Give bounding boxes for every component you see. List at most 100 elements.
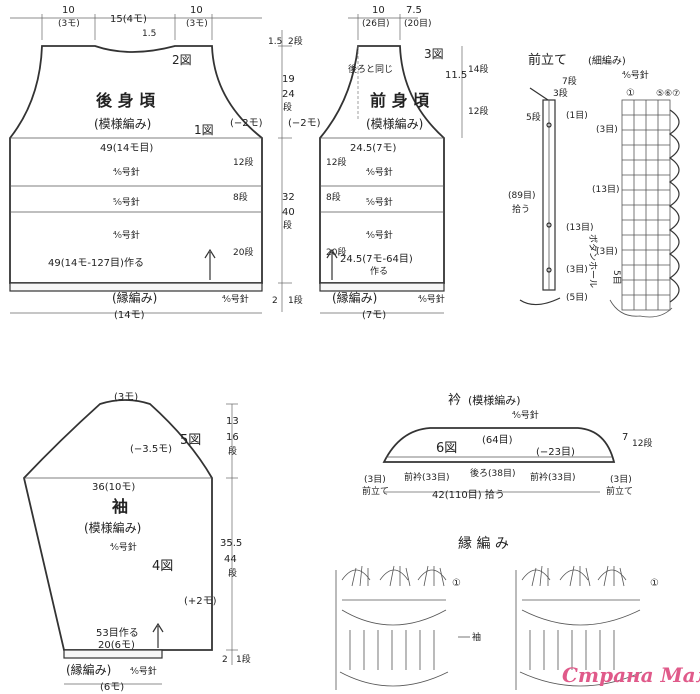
mid-dim-1-rows: 2段 <box>288 35 303 47</box>
edge-mark-1b: ① <box>650 578 659 589</box>
sleeve-length-rows: 44 <box>224 554 237 565</box>
mid-dim-1: 1.5 <box>268 37 282 47</box>
sleeve-cuff-rows: 1段 <box>236 653 251 665</box>
band-rows-7: 7段 <box>562 75 577 87</box>
front-same-as-back: 後ろと同じ <box>348 63 393 75</box>
sleeve-piece: (3モ) (−3.5モ) 5図 36(10モ) 袖 (模様編み) ⁴⁄₀号針 4… <box>23 392 251 693</box>
front-rows-8: 8段 <box>326 191 341 203</box>
front-top-width-1: 10 <box>372 5 385 16</box>
collar-front-right: 前衿(33目) <box>530 471 575 483</box>
collar-diagram-number: 6図 <box>436 441 457 456</box>
sleeve-top-motif: (3モ) <box>114 392 138 403</box>
mid-dim-2-rows: 24 <box>282 89 295 100</box>
collar-needle: ⁴⁄₀号針 <box>512 409 539 421</box>
back-border-needle: ⁴⁄₀号針 <box>222 293 249 305</box>
band-chart-3-stitches: (3目) <box>596 124 618 135</box>
edge-chart-right <box>515 565 643 690</box>
band-89-stitches: (89目) <box>508 190 535 201</box>
back-bottom-motif: (14モ) <box>114 310 145 321</box>
site-watermark: Страна Мам <box>562 663 700 687</box>
band-title: 前立て <box>528 52 567 68</box>
front-rows-12: 12段 <box>326 156 346 168</box>
front-border: (縁編み) <box>332 290 377 305</box>
sleeve-title: 袖 <box>112 497 128 516</box>
front-needle-3: ⁴⁄₀号針 <box>366 229 393 241</box>
edge-pattern-section: 縁 編 み ① 袖 ① <box>335 536 659 690</box>
front-cast-on: 24.5(7モ-64目) <box>340 254 413 265</box>
sleeve-needle: ⁴⁄₀号針 <box>110 541 137 553</box>
sleeve-length: 35.5 <box>220 538 242 549</box>
band-chart-3-stitches-b: (3目) <box>596 246 618 257</box>
front-cast-on-2: 作る <box>370 265 388 277</box>
collar-left-band-stitches: (3目) <box>364 474 386 485</box>
sleeve-cast-on: 53目作る <box>96 627 139 639</box>
back-top-width-1: 10 <box>62 5 75 16</box>
sleeve-cap-height: 13 <box>226 416 239 427</box>
front-border-needle: ⁴⁄₀号針 <box>418 293 445 305</box>
front-body-piece: 10 (26目) 7.5 (20目) 3図 後ろと同じ 前 身 頃 (模様編み)… <box>288 5 488 321</box>
edge-mark-sleeve: 袖 <box>472 631 481 643</box>
back-rows-20: 20段 <box>233 246 253 258</box>
back-border: (縁編み) <box>112 290 157 305</box>
collar-height: 7 <box>622 432 628 443</box>
sleeve-cap-unit: 段 <box>228 445 237 457</box>
collar-pattern: (模様編み) <box>468 393 521 407</box>
band-buttonhole: ボタンホール <box>587 234 598 288</box>
back-top-width-3-motif: (3モ) <box>186 19 208 29</box>
front-pattern: (模様編み) <box>366 116 423 131</box>
collar-decrease: (−23目) <box>536 447 575 458</box>
sleeve-bottom-motif: (6モ) <box>100 682 124 693</box>
front-needle-2: ⁵⁄₀号針 <box>366 196 393 208</box>
collar-height-rows: 12段 <box>632 437 652 449</box>
front-needle-1: ⁴⁄₀号針 <box>366 166 393 178</box>
edge-title: 縁 編 み <box>458 536 509 552</box>
middle-height-dimensions: 1.5 2段 19 24 段 32 40 段 2 1段 <box>268 30 303 312</box>
front-side-rows-2: 12段 <box>468 105 488 117</box>
back-top-width-2: 15(4モ) <box>110 14 147 25</box>
band-13-stitches: (13目) <box>566 222 593 233</box>
sleeve-width: 36(10モ) <box>92 482 135 493</box>
collar-front-left: 前衿(33目) <box>404 471 449 483</box>
sleeve-cast-on-width: 20(6モ) <box>98 640 135 651</box>
band-chart-mark-1: ① <box>626 88 635 99</box>
sleeve-pattern: (模様編み) <box>84 520 141 535</box>
back-decrease: (−2モ) <box>230 118 263 129</box>
mid-dim-2-unit: 段 <box>283 101 292 113</box>
front-title: 前 身 頃 <box>370 91 430 110</box>
edge-mark-1: ① <box>452 578 461 589</box>
sleeve-border-needle: ⁴⁄₀号針 <box>130 665 157 677</box>
sleeve-decrease: (−3.5モ) <box>130 444 172 455</box>
front-decrease: (−2モ) <box>288 118 321 129</box>
front-rows-20: 20段 <box>326 246 346 258</box>
band-5-stitches: (5目) <box>566 292 588 303</box>
sleeve-diagram-number: 5図 <box>180 433 201 448</box>
mid-dim-4-rows: 1段 <box>288 294 303 306</box>
collar-title: 衿 <box>448 393 461 408</box>
back-pattern: (模様編み) <box>94 116 151 131</box>
front-bottom-motif: (7モ) <box>362 310 386 321</box>
band-rows-3: 3段 <box>553 87 568 99</box>
back-rows-12: 12段 <box>233 156 253 168</box>
band-3-stitches: (3目) <box>566 264 588 275</box>
front-top-width-2: 7.5 <box>406 5 422 16</box>
collar-right-band: 前立て <box>606 485 633 497</box>
collar-left-band: 前立て <box>362 485 389 497</box>
sleeve-border: (縁編み) <box>66 662 111 677</box>
back-cast-on: 49(14モ-127目)作る <box>48 257 144 269</box>
back-figure-1: 1図 <box>194 123 214 137</box>
band-needle: ⁴⁄₀号針 <box>622 69 649 81</box>
band-chart-mark-5-7: ⑤⑥⑦ <box>656 89 680 99</box>
edge-chart-left <box>335 565 449 690</box>
front-top-width-1-stitches: (26目) <box>362 18 389 29</box>
band-rows-5: 5段 <box>526 111 541 123</box>
band-chart-13-stitches: (13目) <box>592 184 619 195</box>
back-body-piece: 10 (3モ) 15(4モ) 10 (3モ) 1.5 2図 後 身 頃 (模様編… <box>9 5 263 321</box>
back-top-width-3: 10 <box>190 5 203 16</box>
collar-back: 後ろ(38目) <box>470 467 515 479</box>
back-needle-3: ⁴⁄₀号針 <box>113 229 140 241</box>
back-neck-drop: 1.5 <box>142 29 156 39</box>
band-1-stitch: (1目) <box>566 110 588 121</box>
sleeve-cuff-height: 2 <box>222 655 228 665</box>
back-chest-width: 49(14モ目) <box>100 143 153 154</box>
